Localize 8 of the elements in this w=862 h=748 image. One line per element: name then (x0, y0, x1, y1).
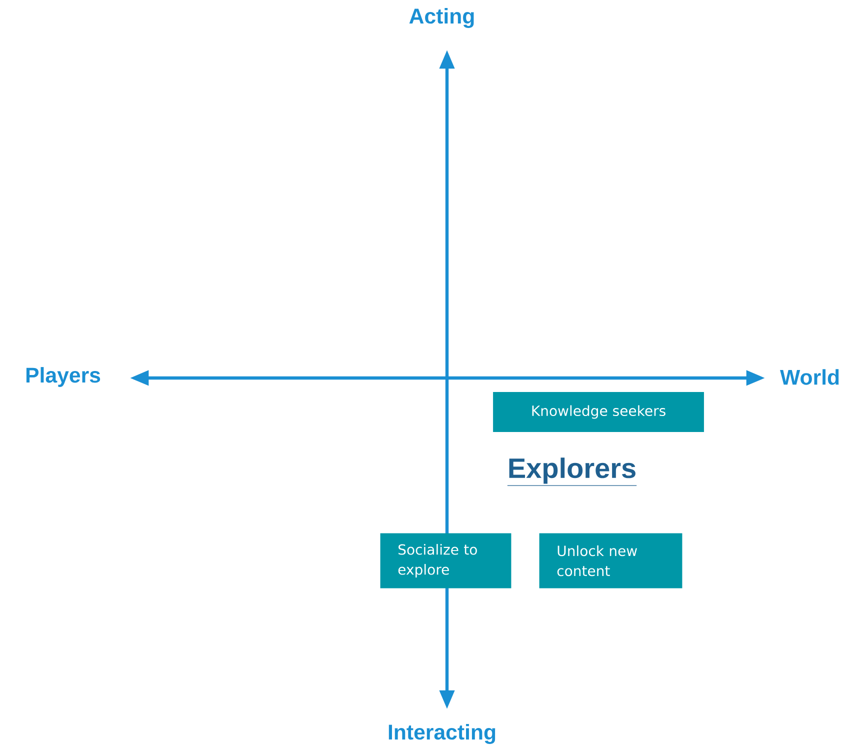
axis-label: Interacting (388, 724, 496, 744)
process-box: Knowledge seekers (493, 392, 704, 432)
axis-label: Acting (409, 8, 474, 28)
axis-label: Players (26, 367, 100, 387)
process-box: Unlock new content (539, 533, 682, 588)
heading: Explorers (507, 458, 637, 486)
process-box: Socialize to explore (380, 533, 512, 588)
axis-label: World (780, 369, 839, 385)
